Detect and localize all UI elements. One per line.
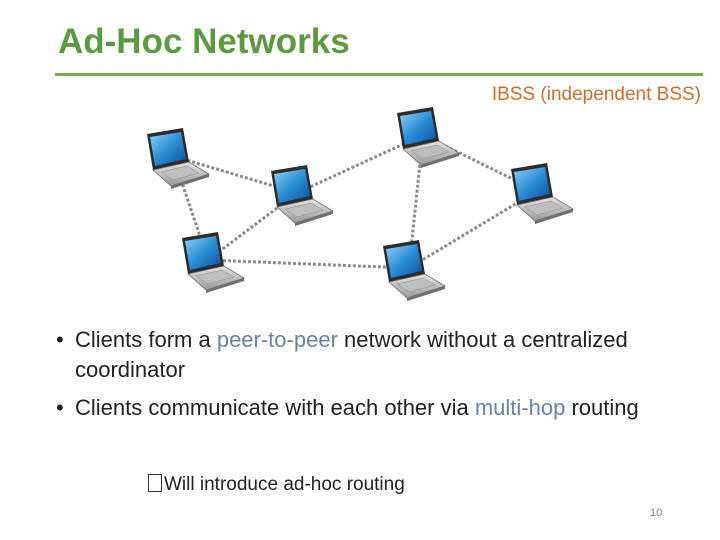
laptop-icon xyxy=(511,163,574,224)
bullet-text: routing xyxy=(565,395,639,420)
bullet-dot: • xyxy=(56,395,64,420)
laptop-icon xyxy=(271,165,334,226)
slide-title: Ad-Hoc Networks xyxy=(58,22,350,61)
link-laptop-3-laptop-2 xyxy=(296,133,424,195)
page-number: 10 xyxy=(650,507,663,519)
diagram-caption: IBSS (independent BSS) xyxy=(491,84,701,105)
laptop-icon xyxy=(397,107,460,168)
highlight-term: multi-hop xyxy=(474,395,566,420)
bullet-item: • Clients form a peer-to-peer network wi… xyxy=(56,325,696,385)
sub-bullet-icon xyxy=(148,474,162,492)
bullet-dot: • xyxy=(56,327,64,352)
bullet-text: Clients form a xyxy=(75,327,217,352)
link-laptop-3-laptop-5 xyxy=(207,191,298,262)
bullet-list: • Clients form a peer-to-peer network wi… xyxy=(56,325,696,431)
bullet-item: • Clients communicate with each other vi… xyxy=(56,393,696,423)
laptop-icon xyxy=(147,128,210,189)
network-diagram xyxy=(147,107,574,301)
bullet-text: Clients communicate with each other via xyxy=(75,395,475,420)
sub-bullet-text: Will introduce ad-hoc routing xyxy=(164,474,405,495)
title-underline xyxy=(55,73,703,76)
highlight-term: peer-to-peer xyxy=(216,327,338,352)
sub-bullet: Will introduce ad-hoc routing xyxy=(148,474,405,496)
laptop-icon xyxy=(383,240,446,301)
link-laptop-5-laptop-6 xyxy=(207,258,410,270)
laptop-icon xyxy=(182,232,245,293)
bullet-text: network without a centralized coordinato… xyxy=(75,327,628,382)
